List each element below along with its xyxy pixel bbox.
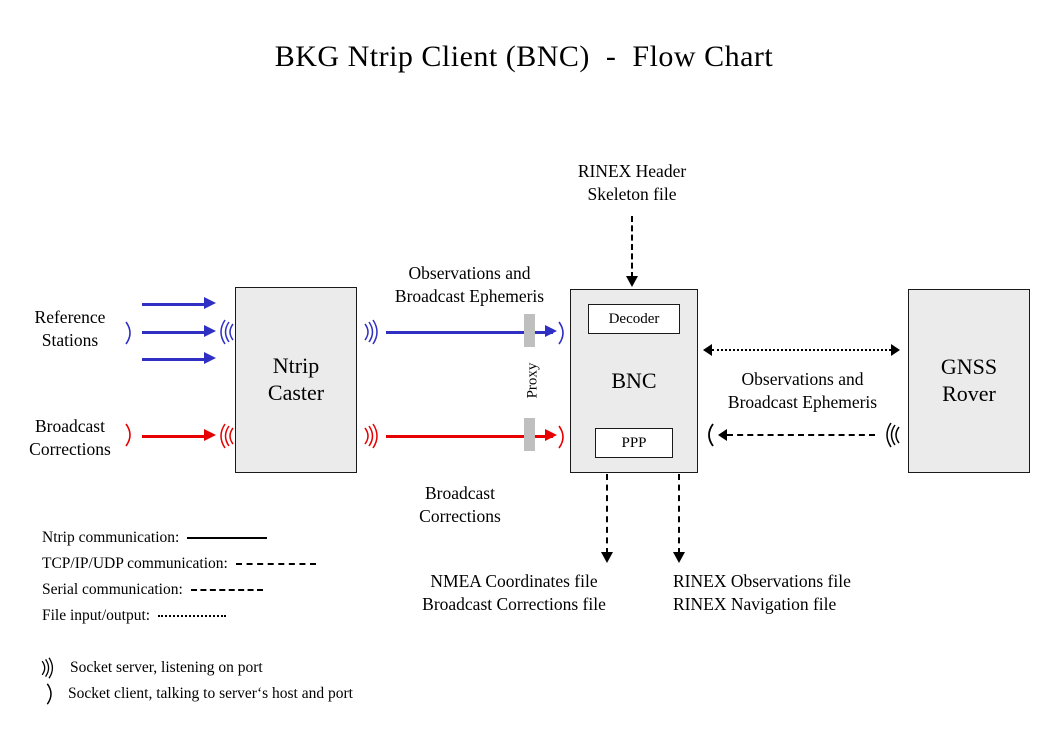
bnc-rover-dotted-head-left: [703, 344, 712, 356]
caster-bnc-blue-line: [386, 331, 553, 334]
bnc-ppp-label: PPP: [621, 434, 647, 451]
broadcast-corrections-source-label: Broadcast Corrections: [29, 416, 111, 460]
legend-sample-dashed: [235, 563, 316, 565]
proxy-block-bottom: [524, 418, 535, 451]
observations-ephemeris-label-right: Observations and Broadcast Ephemeris: [727, 369, 878, 413]
legend-sample-dashdot: [190, 589, 263, 591]
caster-bnc-red-head: [545, 429, 557, 441]
socket-client-icon-broadcast-corrections: [123, 422, 137, 448]
legend-label-serial: Serial communication:: [42, 581, 183, 598]
nmea-output-arrow-head: [601, 552, 613, 563]
ntrip-caster-label-line2: Caster: [267, 380, 325, 405]
socket-client-icon-bnc-rover: [702, 422, 716, 448]
bnc-decoder-module[interactable]: Decoder: [588, 304, 680, 334]
page-title: BKG Ntrip Client (BNC) - Flow Chart: [274, 40, 774, 73]
socket-server-icon-caster-out-red: [362, 422, 384, 450]
caster-bnc-red-line: [386, 435, 553, 438]
node-bnc[interactable]: Decoder BNC PPP: [570, 289, 698, 473]
ref-arrow-2-head: [204, 325, 216, 337]
legend-label-file-io: File input/output:: [42, 607, 151, 624]
legend-label-ntrip: Ntrip communication:: [42, 529, 180, 546]
reference-stations-label: Reference Stations: [34, 307, 106, 351]
legend-label-socket-server: Socket server, listening on port: [70, 659, 263, 676]
node-gnss-rover[interactable]: GNSS Rover: [908, 289, 1030, 473]
legend-sample-solid: [187, 537, 268, 539]
gnss-rover-label-line2: Rover: [942, 381, 996, 406]
rinex-header-skeleton-label: RINEX Header Skeleton file: [577, 161, 687, 205]
observations-ephemeris-label-left: Observations and Broadcast Ephemeris: [394, 263, 545, 307]
socket-client-icon-bnc-in-red: [556, 424, 570, 450]
legend-row-file-io: File input/output:: [42, 603, 316, 629]
proxy-label: Proxy: [524, 362, 541, 399]
legend-row-tcpip: TCP/IP/UDP communication:: [42, 551, 316, 577]
rinex-output-arrow-head: [673, 552, 685, 563]
legend-row-ntrip: Ntrip communication:: [42, 525, 316, 551]
ref-arrow-2-line: [142, 331, 204, 334]
node-ntrip-caster[interactable]: Ntrip Caster: [235, 287, 357, 473]
legend-sockets: Socket server, listening on port Socket …: [38, 655, 353, 707]
socket-client-icon-reference-stations: [123, 320, 137, 346]
rover-bnc-dashed-head: [718, 429, 727, 441]
socket-server-icon-caster-in-blue: [214, 318, 236, 346]
bnc-label: BNC: [611, 367, 657, 393]
caster-bnc-blue-head: [545, 325, 557, 337]
socket-client-icon-bnc-in-blue: [556, 320, 570, 346]
bc-arrow-line: [142, 435, 204, 438]
legend-row-socket-client: Socket client, talking to server‘s host …: [38, 681, 353, 707]
socket-server-icon: [38, 656, 60, 680]
bnc-decoder-label: Decoder: [608, 310, 660, 327]
gnss-rover-label-line1: GNSS: [940, 354, 998, 380]
nmea-outputs-label: NMEA Coordinates file Broadcast Correcti…: [422, 571, 606, 615]
bnc-rover-dotted-line: [712, 349, 891, 351]
ref-arrow-1-line: [142, 303, 204, 306]
legend-label-socket-client: Socket client, talking to server‘s host …: [68, 685, 353, 702]
proxy-block-top: [524, 314, 535, 347]
broadcast-corrections-flow-label: Broadcast Corrections: [419, 483, 501, 527]
legend-row-socket-server: Socket server, listening on port: [38, 655, 353, 681]
rinex-header-arrow-line: [631, 216, 633, 278]
bnc-rover-dotted-head-right: [891, 344, 900, 356]
bnc-ppp-module[interactable]: PPP: [595, 427, 673, 458]
ref-arrow-3-head: [204, 352, 216, 364]
socket-server-icon-rover: [880, 421, 902, 449]
nmea-output-arrow-line: [606, 474, 608, 554]
socket-client-icon: [44, 682, 58, 706]
ref-arrow-1-head: [204, 297, 216, 309]
rinex-header-arrow-head: [626, 276, 638, 287]
legend-sample-dotted: [158, 615, 227, 617]
legend-line-styles: Ntrip communication: TCP/IP/UDP communic…: [42, 525, 316, 629]
ntrip-caster-label-line1: Ntrip: [272, 353, 320, 379]
ref-arrow-3-line: [142, 358, 204, 361]
rinex-outputs-label: RINEX Observations file RINEX Navigation…: [673, 571, 851, 615]
rinex-output-arrow-line: [678, 474, 680, 554]
socket-server-icon-caster-out-blue: [362, 318, 384, 346]
bc-arrow-head: [204, 429, 216, 441]
legend-row-serial: Serial communication:: [42, 577, 316, 603]
rover-bnc-dashed-line: [727, 434, 875, 436]
legend-label-tcpip: TCP/IP/UDP communication:: [42, 555, 228, 572]
socket-server-icon-caster-in-red: [214, 422, 236, 450]
